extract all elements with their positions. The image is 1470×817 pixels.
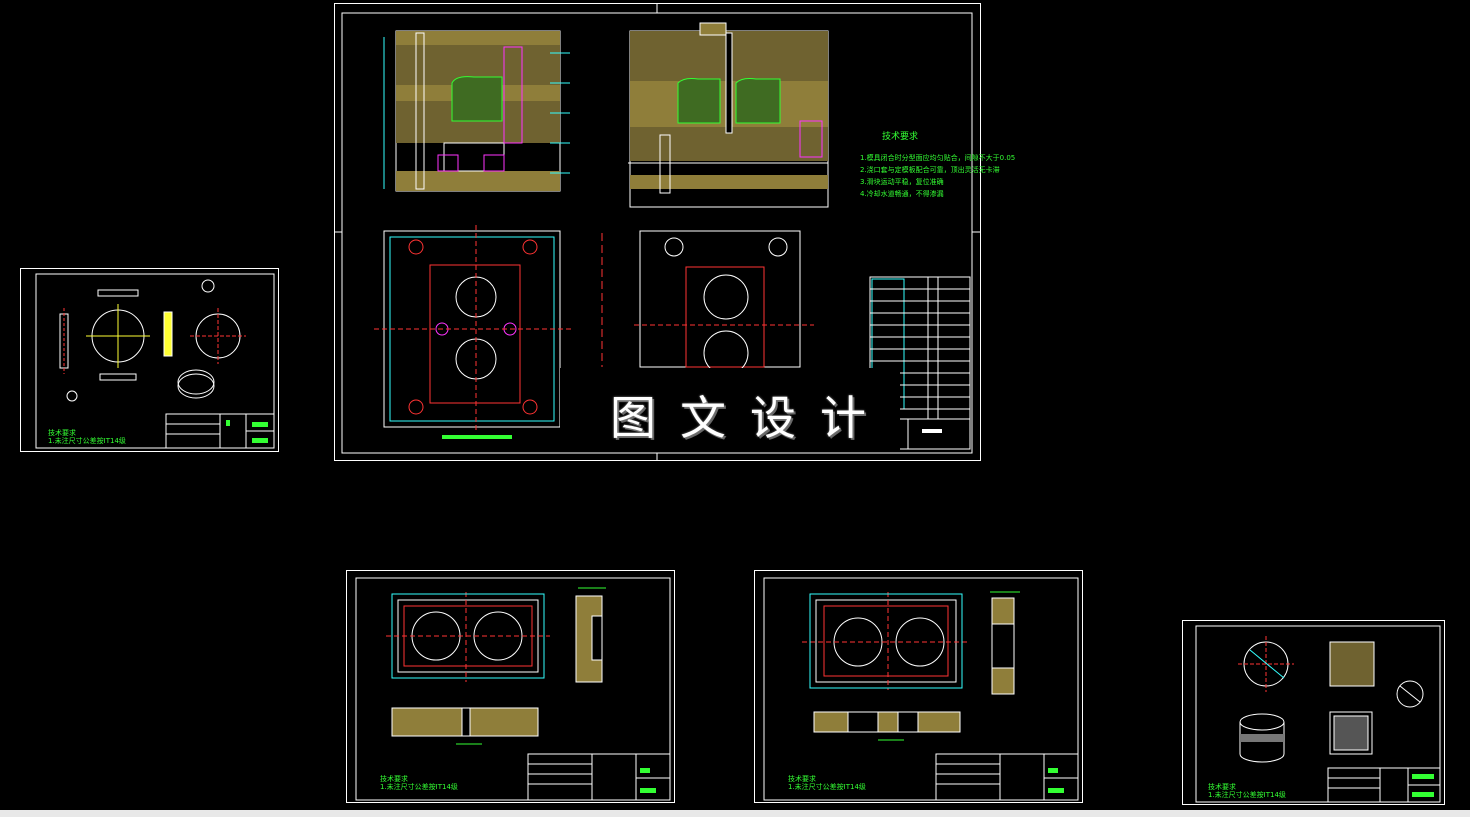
section-view-left — [383, 30, 570, 192]
plate-1-note-title: 技术要求 — [380, 775, 408, 783]
left-part-svg — [20, 268, 279, 452]
tech-requirement-line-3: 3.滑块运动平稳，复位准确 — [860, 178, 944, 186]
plate-2-note-title: 技术要求 — [788, 775, 816, 783]
tech-requirement-line-4: 4.冷却水道畅通，不得渗漏 — [860, 190, 944, 198]
tech-requirement-line-2: 2.浇口套与定模板配合可靠，顶出灵活无卡滞 — [860, 166, 1000, 174]
status-strip — [0, 810, 1470, 817]
tech-requirement-line-1: 1.模具闭合时分型面应均匀贴合，间隙不大于0.05 — [860, 154, 1016, 162]
part-right-svg — [1182, 620, 1445, 805]
plate-2-svg — [754, 570, 1083, 803]
plate-2-note-line: 1.未注尺寸公差按IT14级 — [788, 783, 866, 791]
plate-1-note-line: 1.未注尺寸公差按IT14级 — [380, 783, 458, 791]
plate-1-svg — [346, 570, 675, 803]
left-note-line: 1.未注尺寸公差按IT14级 — [48, 437, 126, 445]
watermark-text: 图文设计 — [610, 391, 890, 445]
plan-view-right — [601, 230, 814, 376]
part-right-note-title: 技术要求 — [1208, 783, 1236, 791]
plan-view-left — [374, 225, 574, 439]
drawing-sheet-plate-1[interactable]: 技术要求 1.未注尺寸公差按IT14级 — [346, 570, 676, 804]
drawing-sheet-part-right[interactable]: 技术要求 1.未注尺寸公差按IT14级 — [1182, 620, 1446, 806]
assembly-svg — [334, 3, 981, 461]
watermark-banner: 图文设计 — [560, 368, 900, 452]
tech-requirements-title: 技术要求 — [882, 132, 919, 142]
drawing-sheet-plate-2[interactable]: 技术要求 1.未注尺寸公差按IT14级 — [754, 570, 1084, 804]
left-note-title: 技术要求 — [48, 429, 76, 437]
part-right-note-line: 1.未注尺寸公差按IT14级 — [1208, 791, 1286, 799]
drawing-sheet-assembly[interactable]: 技术要求 1.模具闭合时分型面应均匀贴合，间隙不大于0.05 2.浇口套与定模板… — [334, 3, 1015, 462]
section-view-right — [628, 22, 829, 208]
drawing-sheet-left-part[interactable]: 技术要求 1.未注尺寸公差按IT14级 — [20, 268, 280, 453]
